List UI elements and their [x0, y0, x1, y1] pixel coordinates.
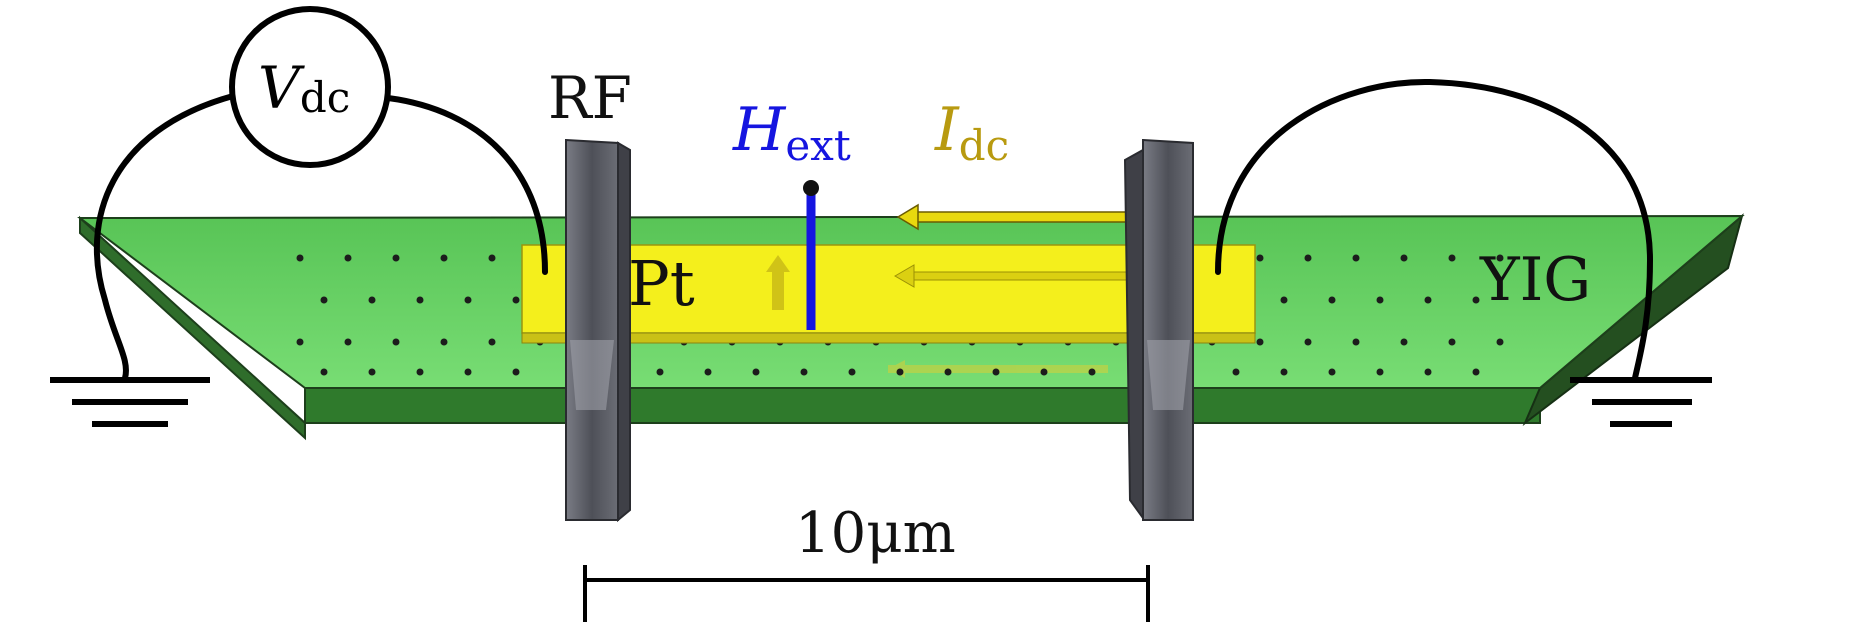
left-ground — [50, 377, 210, 427]
idc-sub: dc — [959, 121, 1009, 170]
vdc-label: Vdc — [258, 54, 350, 122]
yig-dot — [512, 296, 520, 304]
hext-main: H — [732, 95, 787, 165]
yig-dot — [416, 368, 424, 376]
vdc-main: V — [258, 54, 305, 122]
yig-dot — [1424, 368, 1432, 376]
yig-dot — [1472, 368, 1480, 376]
yig-dot — [296, 254, 304, 262]
yig-dot — [1256, 338, 1264, 346]
yig-dot — [1424, 296, 1432, 304]
yig-dot — [704, 368, 712, 376]
yig-dot — [320, 296, 328, 304]
yig-dot — [1280, 368, 1288, 376]
left-wire — [93, 93, 548, 381]
pt-label: Pt — [628, 247, 695, 320]
yig-dot — [392, 338, 400, 346]
magnetization-arrow — [766, 255, 790, 310]
hext-label: Hext — [732, 95, 851, 170]
idc-label: Idc — [934, 95, 1009, 170]
yig-dot — [1256, 254, 1264, 262]
yig-dot — [1304, 254, 1312, 262]
yig-dot — [656, 368, 664, 376]
yig-dot — [1304, 338, 1312, 346]
yig-label: YIG — [1479, 245, 1591, 315]
yig-dot — [320, 368, 328, 376]
yig-dot — [464, 296, 472, 304]
yig-dot — [800, 368, 808, 376]
idc-main: I — [934, 95, 960, 165]
yig-dot — [944, 368, 952, 376]
scale-bar — [583, 565, 1150, 622]
yig-dot — [1376, 368, 1384, 376]
yig-dot — [1400, 254, 1408, 262]
yig-dot — [752, 368, 760, 376]
yig-dot — [1448, 338, 1456, 346]
pt-strip-front — [521, 332, 1256, 344]
yig-dot — [296, 338, 304, 346]
right-electrode — [1123, 138, 1194, 522]
yig-dot — [392, 254, 400, 262]
yig-dot — [1376, 296, 1384, 304]
yig-slab-front-face — [304, 387, 1541, 424]
right-wire — [1215, 78, 1654, 381]
hext-arrow — [803, 180, 819, 330]
yig-dot — [464, 368, 472, 376]
hext-sub: ext — [785, 121, 851, 170]
yig-dot — [1088, 368, 1096, 376]
voltmeter-circle — [229, 6, 391, 168]
yig-dot — [344, 254, 352, 262]
yig-dot — [1352, 254, 1360, 262]
yig-dot — [1472, 296, 1480, 304]
rf-label: RF — [548, 64, 632, 132]
yig-dot — [368, 368, 376, 376]
yig-dot — [1496, 254, 1504, 262]
yig-dot — [848, 368, 856, 376]
yig-dot — [896, 368, 904, 376]
yig-dot — [488, 338, 496, 346]
yig-dot — [1040, 368, 1048, 376]
right-ground — [1570, 377, 1712, 427]
yig-dot — [368, 296, 376, 304]
yig-dot — [1352, 338, 1360, 346]
yig-dot — [440, 254, 448, 262]
yig-dot — [1328, 296, 1336, 304]
yig-dot — [1328, 368, 1336, 376]
yig-dot — [1280, 296, 1288, 304]
yig-slab-left-face — [79, 215, 306, 441]
yig-dot — [1232, 368, 1240, 376]
yig-dot — [1448, 254, 1456, 262]
scale-label: 10μm — [795, 501, 956, 566]
yig-dot — [1496, 338, 1504, 346]
yig-dot — [416, 296, 424, 304]
yig-dot — [1400, 338, 1408, 346]
vdc-sub: dc — [300, 73, 350, 122]
left-electrode — [565, 138, 631, 523]
yig-dot — [488, 254, 496, 262]
yig-dot — [992, 368, 1000, 376]
yig-dot — [440, 338, 448, 346]
yig-dot — [512, 368, 520, 376]
yig-dot — [344, 338, 352, 346]
